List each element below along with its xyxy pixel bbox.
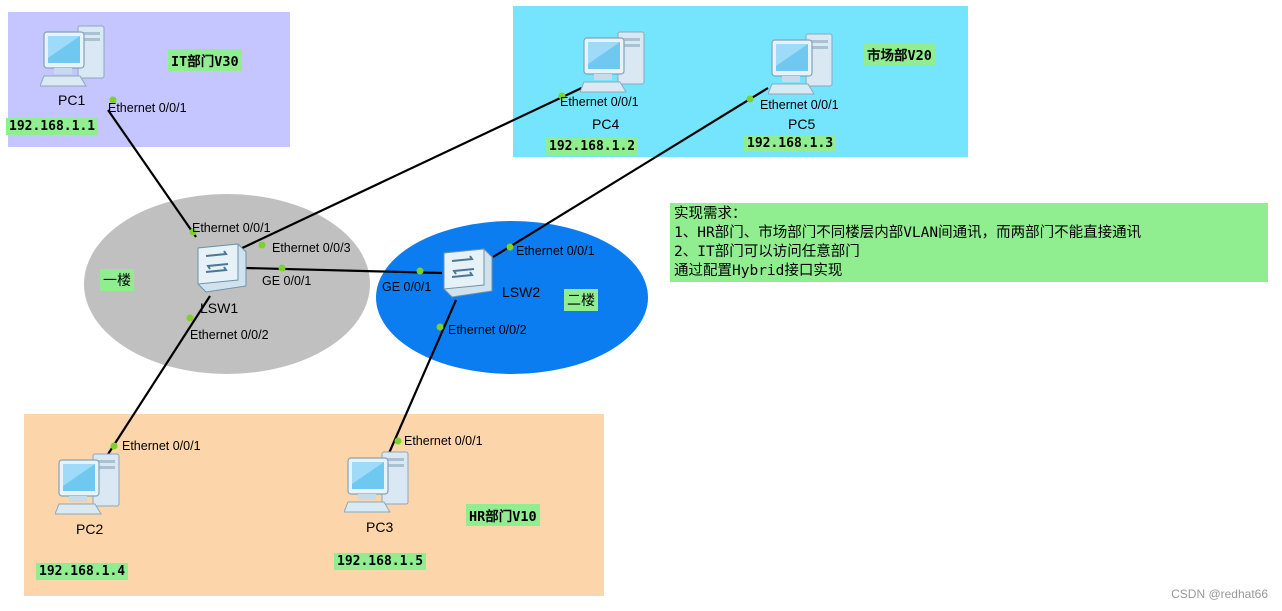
- link-lsw2-pc3: [384, 299, 458, 461]
- pc3-ip: 192.168.1.5: [334, 553, 427, 570]
- switch-icon: [443, 248, 493, 298]
- port-dot: [416, 267, 424, 275]
- lsw1-port-to-pc2: Ethernet 0/0/2: [190, 328, 269, 342]
- port-dot: [558, 92, 566, 100]
- port-dot: [746, 95, 754, 103]
- lsw1-device[interactable]: [192, 240, 248, 300]
- link-lsw2-pc5: [492, 87, 769, 258]
- pc-icon: [39, 25, 105, 87]
- floor1-label: 一楼: [100, 269, 134, 291]
- pc5-port-label: Ethernet 0/0/1: [760, 98, 839, 112]
- lsw1-name: LSW1: [200, 300, 239, 316]
- floor2-label: 二楼: [564, 289, 598, 311]
- pc4-ip: 192.168.1.2: [546, 138, 639, 155]
- pc1-name: PC1: [58, 92, 86, 108]
- switch-icon: [197, 243, 247, 293]
- pc5-ip: 192.168.1.3: [744, 135, 837, 152]
- pc1-device[interactable]: [39, 22, 110, 94]
- zone-hr-label: HR部门V10: [466, 504, 540, 526]
- pc4-port-label: Ethernet 0/0/1: [560, 95, 639, 109]
- port-dot: [258, 241, 266, 249]
- zone-it-label: IT部门V30: [168, 49, 242, 71]
- pc-icon: [54, 453, 120, 515]
- port-dot: [189, 228, 197, 236]
- requirements-box: 实现需求： 1、HR部门、市场部门不同楼层内部VLAN间通讯，而两部门不能直接通…: [670, 203, 1268, 282]
- pc3-port-label: Ethernet 0/0/1: [404, 434, 483, 448]
- pc1-ip: 192.168.1.1: [6, 118, 99, 135]
- requirements-title: 实现需求：: [674, 206, 747, 222]
- port-dot: [109, 96, 117, 104]
- link-lsw1-pc2: [102, 295, 211, 463]
- pc2-port-label: Ethernet 0/0/1: [122, 439, 201, 453]
- link-lsw1-lsw2: [245, 266, 443, 275]
- pc-icon: [343, 451, 409, 513]
- watermark: CSDN @redhat66: [1171, 587, 1268, 601]
- pc1-port-label: Ethernet 0/0/1: [108, 101, 187, 115]
- lsw1-port-to-lsw2: GE 0/0/1: [262, 274, 312, 288]
- port-dot: [110, 442, 118, 450]
- pc2-ip: 192.168.1.4: [36, 563, 129, 580]
- lsw1-port-to-pc1: Ethernet 0/0/1: [192, 221, 271, 235]
- port-dot: [436, 323, 444, 331]
- pc-icon: [767, 33, 833, 95]
- port-dot: [278, 264, 286, 272]
- requirement-line: 1、HR部门、市场部门不同楼层内部VLAN间通讯，而两部门不能直接通讯: [674, 225, 1142, 241]
- pc2-device[interactable]: [54, 450, 125, 522]
- zone-market-label: 市场部V20: [864, 43, 935, 65]
- pc5-device[interactable]: [767, 30, 838, 102]
- pc5-name: PC5: [788, 116, 816, 132]
- port-dot: [394, 437, 402, 445]
- requirement-line: 2、IT部门可以访问任意部门: [674, 244, 860, 260]
- pc3-device[interactable]: [343, 448, 414, 520]
- lsw2-port-to-pc5: Ethernet 0/0/1: [516, 244, 595, 258]
- pc3-name: PC3: [366, 519, 394, 535]
- lsw2-device[interactable]: [438, 245, 494, 305]
- pc4-name: PC4: [592, 116, 620, 132]
- port-dot: [506, 243, 514, 251]
- requirement-line: 通过配置Hybrid接口实现: [674, 263, 843, 279]
- link-pc1-lsw1: [107, 109, 197, 238]
- lsw2-name: LSW2: [502, 284, 541, 300]
- lsw2-port-to-lsw1: GE 0/0/1: [382, 280, 432, 294]
- lsw1-port-to-pc4: Ethernet 0/0/3: [272, 241, 351, 255]
- port-dot: [186, 314, 194, 322]
- lsw2-port-to-pc3: Ethernet 0/0/2: [448, 323, 527, 337]
- pc-icon: [579, 31, 645, 93]
- link-lsw1-pc4: [237, 84, 589, 251]
- pc4-device[interactable]: [579, 28, 650, 100]
- pc2-name: PC2: [76, 521, 104, 537]
